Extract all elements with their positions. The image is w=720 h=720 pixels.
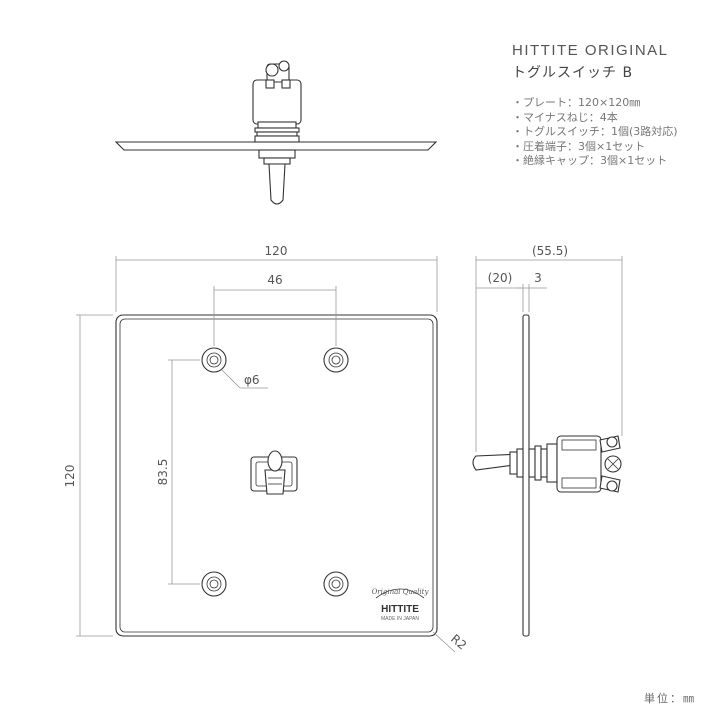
svg-text:MADE IN JAPAN: MADE IN JAPAN [381, 616, 419, 622]
screw-hole [323, 347, 349, 373]
dim-hole-diameter: φ6 [244, 373, 260, 387]
dim-corner-radius: R2 [448, 632, 469, 653]
toggle-switch-icon [250, 450, 298, 495]
screw-hole [201, 347, 227, 373]
screw-hole [201, 571, 227, 597]
dim-lever-length: (20) [488, 271, 513, 285]
svg-text:Original Quality: Original Quality [372, 588, 430, 596]
dim-plate-thickness: 3 [534, 271, 542, 285]
unit-label: 単位：㎜ [644, 692, 696, 705]
dim-hole-spacing-x: 46 [267, 273, 282, 287]
dim-hole-spacing-y: 83.5 [156, 459, 170, 486]
svg-text:HITTITE: HITTITE [381, 604, 419, 615]
screw-hole [323, 571, 349, 597]
spec-item: ・プレート：120×120㎜ [512, 96, 641, 109]
brand-logo: Original Quality HITTITE MADE IN JAPAN [372, 588, 430, 622]
dim-plate-width: 120 [265, 244, 288, 258]
top-view [114, 60, 438, 205]
spec-list: ・プレート：120×120㎜ ・マイナスねじ：4本 ・トグルスイッチ：1個(3路… [512, 96, 678, 169]
front-view: Original Quality HITTITE MADE IN JAPAN 1… [63, 244, 469, 653]
product-title: HITTITE ORIGINAL [512, 42, 669, 59]
spec-item: ・絶縁キャップ：3個×1セット [512, 154, 668, 168]
spec-item: ・マイナスねじ：4本 [512, 110, 618, 124]
dim-plate-height: 120 [63, 465, 77, 488]
side-view: (55.5) (20) 3 [472, 244, 623, 637]
product-subtitle: トグルスイッチ B [512, 65, 634, 81]
spec-item: ・圧着端子：3個×1セット [512, 139, 646, 153]
dim-total-depth: (55.5) [532, 244, 568, 258]
spec-item: ・トグルスイッチ：1個(3路対応) [512, 125, 678, 139]
